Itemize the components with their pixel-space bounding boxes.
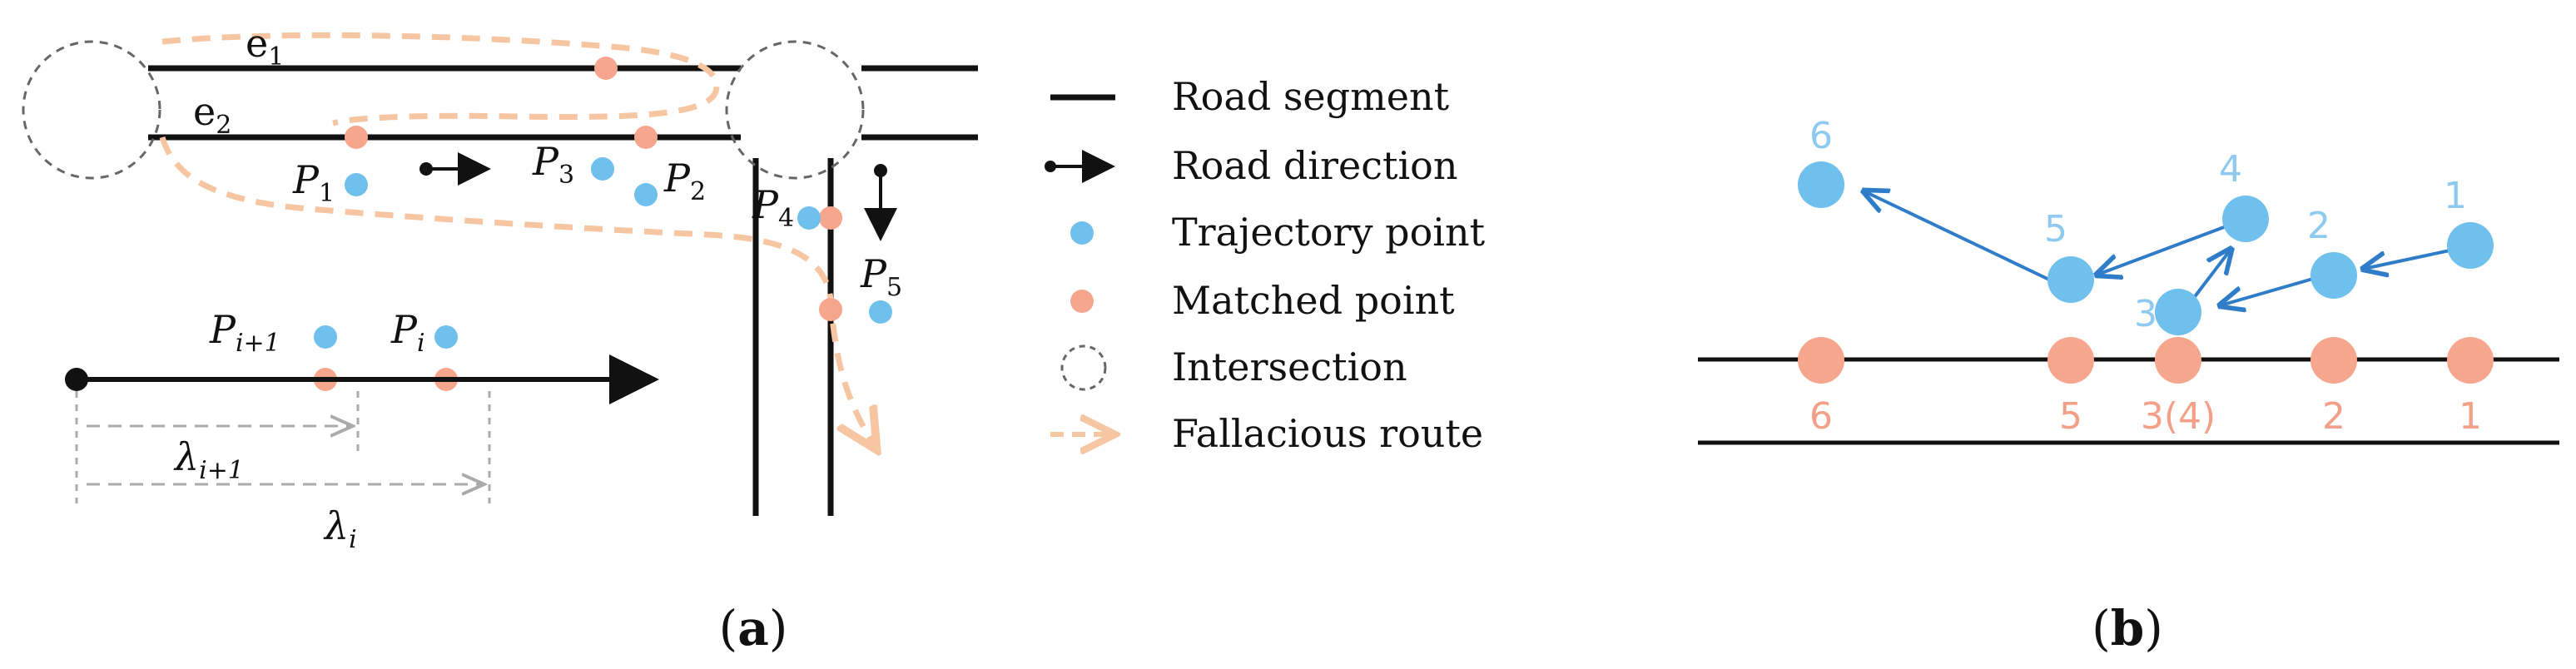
trajectory-point-p1	[345, 173, 368, 196]
legend: Road segment Road direction Trajectory p…	[1045, 74, 1486, 456]
trajectory-labels-b: 6 5 4 3 2 1	[1809, 115, 2467, 335]
legend-item-road-direction: Road direction	[1045, 143, 1457, 188]
legend-label: Fallacious route	[1172, 411, 1483, 456]
trajectory-arrows	[1864, 191, 2454, 305]
edge-label-e2: e2	[193, 89, 231, 140]
matched-point	[819, 298, 842, 321]
matched-point-2	[2310, 337, 2357, 384]
label-p5: P5	[860, 251, 902, 302]
label-lambda-i1: λi+1	[173, 434, 244, 485]
trajectory-label: 5	[2044, 208, 2067, 250]
intersection-icon	[1060, 344, 1107, 391]
matched-point-5	[2047, 337, 2094, 384]
trajectory-point-6	[1798, 161, 1844, 208]
matched-labels-b: 6 5 3(4) 2 1	[1809, 395, 2482, 438]
legend-item-road-segment: Road segment	[1050, 74, 1450, 119]
matched-point	[345, 126, 368, 149]
fallacious-route	[159, 32, 874, 445]
example-road	[65, 354, 659, 404]
matched-label: 1	[2459, 395, 2482, 438]
road-direction-arrow-vertical	[864, 164, 897, 241]
matched-label: 6	[1809, 395, 1833, 438]
intersection-east	[725, 40, 865, 180]
matched-label: 5	[2059, 395, 2082, 438]
trajectory-label: 1	[2444, 175, 2467, 217]
trajectory-points-b	[1798, 161, 2494, 335]
trajectory-point-icon	[1070, 221, 1094, 245]
matched-point-6	[1798, 337, 1844, 384]
caption-a: (a)	[719, 600, 788, 657]
trajectory-label: 6	[1809, 115, 1833, 157]
matched-point-3-4	[2155, 337, 2201, 384]
legend-label: Intersection	[1172, 344, 1407, 389]
matched-points-b	[1798, 337, 2494, 384]
legend-item-fallacious-route: Fallacious route	[1050, 411, 1483, 456]
label-p1: P1	[292, 157, 335, 208]
label-p3: P3	[532, 139, 574, 190]
trajectory-point-p4	[797, 206, 821, 230]
legend-item-matched-point: Matched point	[1070, 278, 1455, 323]
label-lambda-i: λi	[323, 503, 357, 554]
legend-item-intersection: Intersection	[1060, 344, 1407, 391]
label-pi1: Pi+1	[209, 307, 280, 358]
legend-label: Trajectory point	[1172, 210, 1486, 255]
road-network	[148, 65, 978, 516]
trajectory-points-a	[314, 157, 892, 349]
legend-label: Road segment	[1172, 74, 1450, 119]
trajectory-point-5	[2047, 256, 2094, 303]
matched-point	[819, 206, 842, 230]
trajectory-point-pi1	[314, 325, 337, 349]
label-pi: Pi	[390, 307, 425, 358]
trajectory-label: 3	[2134, 293, 2157, 335]
road-direction-icon	[1045, 150, 1115, 183]
edge-label-e1: e1	[246, 21, 284, 72]
label-p2: P2	[663, 156, 706, 206]
legend-item-trajectory-point: Trajectory point	[1070, 210, 1486, 255]
label-p4: P4	[752, 182, 794, 233]
matched-points-a	[314, 57, 842, 391]
caption-b: (b)	[2092, 600, 2163, 657]
trajectory-point-2	[2310, 252, 2357, 299]
trajectory-point-4	[2222, 196, 2269, 242]
road-direction-arrow-horizontal	[419, 152, 491, 186]
trajectory-point-1	[2447, 222, 2494, 269]
matched-point-icon	[1070, 290, 1094, 313]
trajectory-label: 4	[2219, 148, 2242, 191]
matched-label: 2	[2322, 395, 2345, 438]
trajectory-label: 2	[2307, 205, 2330, 247]
matched-point	[594, 57, 618, 80]
panel-a: e1 e2	[22, 21, 978, 657]
trajectory-point-pi	[434, 325, 458, 349]
trajectory-point-p3	[591, 157, 614, 181]
matched-point	[634, 126, 658, 149]
matched-point-1	[2447, 337, 2494, 384]
panel-b: 6 5 4 3 2 1 6 5 3(4) 2 1 (b)	[1698, 115, 2559, 657]
legend-label: Matched point	[1172, 278, 1455, 323]
trajectory-point-p5	[869, 300, 892, 324]
distance-guides	[75, 391, 491, 503]
trajectory-point-p2	[634, 183, 658, 206]
matched-label: 3(4)	[2141, 395, 2216, 438]
intersection-west	[22, 40, 161, 180]
legend-label: Road direction	[1172, 143, 1457, 188]
trajectory-point-3	[2155, 289, 2201, 335]
